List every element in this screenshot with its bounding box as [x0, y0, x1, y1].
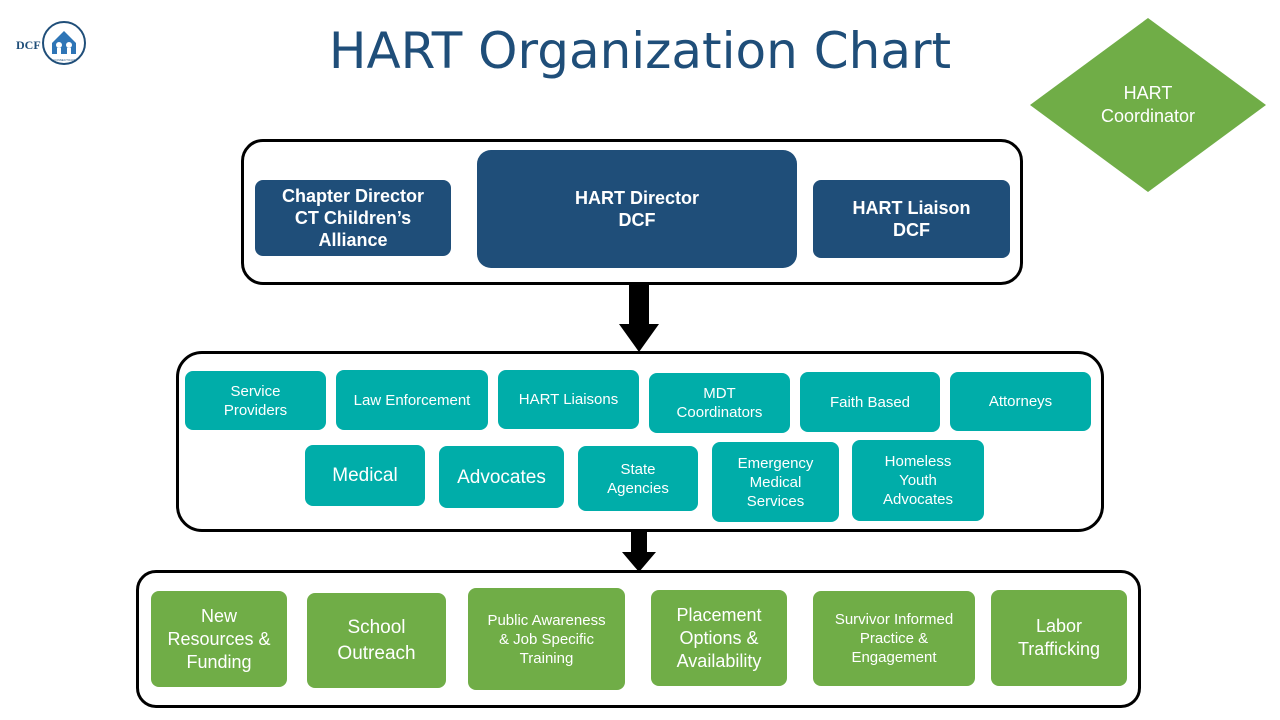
hart-liaison-box: HART Liaison DCF: [813, 180, 1010, 258]
partner-hart-liaisons: HART Liaisons: [498, 370, 639, 429]
partner-advocates: Advocates: [439, 446, 564, 508]
partner-state-agencies: State Agencies: [578, 446, 698, 511]
hart-director-box: HART Director DCF: [477, 150, 797, 268]
down-arrow-icon: [619, 284, 659, 352]
partner-mdt-coordinators: MDT Coordinators: [649, 373, 790, 433]
logo-text: DCF: [16, 38, 41, 52]
focus-new-resources: New Resources & Funding: [151, 591, 287, 687]
coordinator-label: HART Coordinator: [1100, 83, 1196, 126]
partner-law-enforcement: Law Enforcement: [336, 370, 488, 430]
focus-school-outreach: School Outreach: [307, 593, 446, 688]
dcf-logo: CONNECTICUT DCF: [14, 18, 90, 68]
partner-homeless-youth-advocates: Homeless Youth Advocates: [852, 440, 984, 521]
focus-placement-options: Placement Options & Availability: [651, 590, 787, 686]
house-icon: CONNECTICUT: [42, 21, 86, 65]
focus-labor-trafficking: Labor Trafficking: [991, 590, 1127, 686]
logo-subtext: CONNECTICUT: [53, 58, 75, 62]
partner-service-providers: Service Providers: [185, 371, 326, 430]
focus-survivor-informed: Survivor Informed Practice & Engagement: [813, 591, 975, 686]
page-title: HART Organization Chart: [328, 22, 952, 80]
partner-medical: Medical: [305, 445, 425, 506]
partner-ems: Emergency Medical Services: [712, 442, 839, 522]
chapter-director-box: Chapter Director CT Children’s Alliance: [255, 180, 451, 256]
partner-attorneys: Attorneys: [950, 372, 1091, 431]
partner-faith-based: Faith Based: [800, 372, 940, 432]
down-arrow-icon: [622, 532, 656, 572]
focus-public-awareness: Public Awareness & Job Specific Training: [468, 588, 625, 690]
coordinator-diamond: HART Coordinator: [1030, 18, 1266, 192]
